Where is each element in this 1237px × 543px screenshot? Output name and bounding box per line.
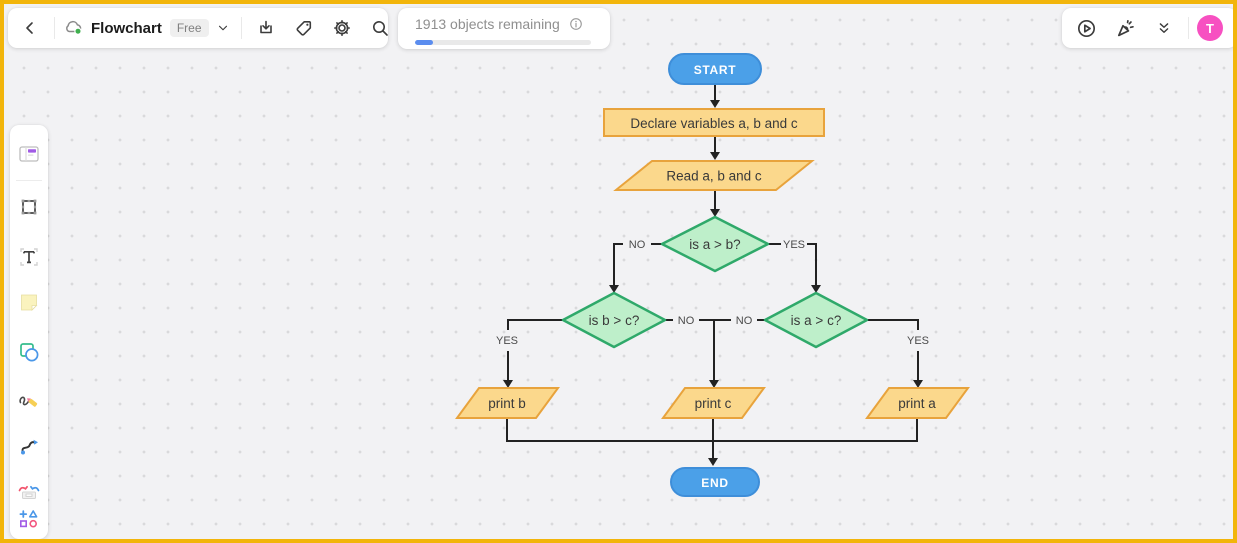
widgets-icon [18,485,40,499]
toolbar-divider [1188,17,1189,39]
sidebar-item-pen[interactable] [17,389,41,413]
chevron-left-icon [26,22,33,34]
node-decision-a-gt-b[interactable]: is a > b? [660,215,770,273]
node-declare-label: Declare variables a, b and c [630,116,798,131]
node-print-c[interactable]: print c [661,387,766,419]
magnifier-icon [372,21,388,36]
cloud-sync-icon [63,18,85,38]
sidebar-item-more-shapes[interactable] [17,508,41,532]
node-read-label: Read a, b and c [666,169,762,184]
node-decision-a-gt-c[interactable]: is a > c? [763,291,869,349]
avatar[interactable]: T [1197,15,1223,41]
right-toolbar: T [1062,8,1233,48]
node-end[interactable]: END [670,467,760,497]
edge-label-no: NO [736,315,753,327]
sidebar-item-sticky-note[interactable] [17,291,41,315]
sticky-note-icon [21,294,38,311]
node-declare[interactable]: Declare variables a, b and c [603,108,825,137]
info-icon[interactable] [568,16,584,32]
node-print-b-label: print b [488,396,526,411]
sidebar-item-shapes[interactable] [17,340,41,364]
node-print-a-label: print a [898,396,936,411]
node-decision-b-gt-c[interactable]: is b > c? [561,291,667,349]
plan-badge: Free [169,19,209,37]
objects-remaining-text: 1913 objects remaining [415,16,560,32]
sidebar-item-widgets[interactable] [17,481,41,505]
usage-progress-track [415,40,591,45]
node-start-label: START [694,63,737,77]
text-icon [20,248,38,266]
board-title[interactable]: Flowchart [91,19,162,37]
edge-label-no: NO [678,315,695,327]
present-button[interactable] [1070,12,1102,44]
edge-label-yes: YES [907,335,929,347]
tag-icon [296,21,311,36]
tag-button[interactable] [288,12,320,44]
sidebar-item-connection-line[interactable] [17,435,41,459]
node-end-label: END [701,476,728,490]
sidebar-divider [16,180,42,181]
sidebar-item-templates[interactable] [17,142,41,166]
party-popper-icon [1117,19,1134,36]
download-icon [259,20,272,34]
usage-meter: 1913 objects remaining [398,8,610,49]
celebrate-button[interactable] [1109,12,1141,44]
main-toolbar: Flowchart Free [8,8,388,48]
edge-label-no: NO [629,239,646,251]
sidebar-item-frame[interactable] [17,195,41,219]
export-button[interactable] [250,12,282,44]
edge-label-yes: YES [783,239,805,251]
connector-lines [503,84,923,466]
connection-line-icon [21,439,38,455]
node-print-a[interactable]: print a [865,387,970,419]
tools-sidebar [10,125,48,539]
node-decision-b-gt-c-label: is b > c? [589,313,640,328]
node-print-b[interactable]: print b [455,387,560,419]
search-button[interactable] [364,12,396,44]
board-menu-button[interactable] [213,12,233,44]
play-circle-icon [1077,19,1095,37]
double-chevron-down-icon [1159,23,1169,33]
back-button[interactable] [14,12,46,44]
collapse-button[interactable] [1148,12,1180,44]
toolbar-divider [240,17,242,39]
templates-icon [19,146,39,162]
toolbar-divider [54,17,55,39]
edge-label-yes: YES [496,335,518,347]
settings-button[interactable] [326,12,358,44]
node-decision-a-gt-b-label: is a > b? [689,237,740,252]
frame-icon [21,199,37,215]
sidebar-item-text[interactable] [17,245,41,269]
shapes-icon [20,343,39,362]
more-shapes-icon [19,510,38,528]
node-read[interactable]: Read a, b and c [613,160,815,191]
pen-icon [19,396,38,407]
node-print-c-label: print c [695,396,732,411]
node-decision-a-gt-c-label: is a > c? [791,313,842,328]
gear-icon [333,20,350,36]
usage-progress-fill [415,40,433,45]
node-start[interactable]: START [668,53,762,85]
chevron-down-icon [218,25,227,31]
